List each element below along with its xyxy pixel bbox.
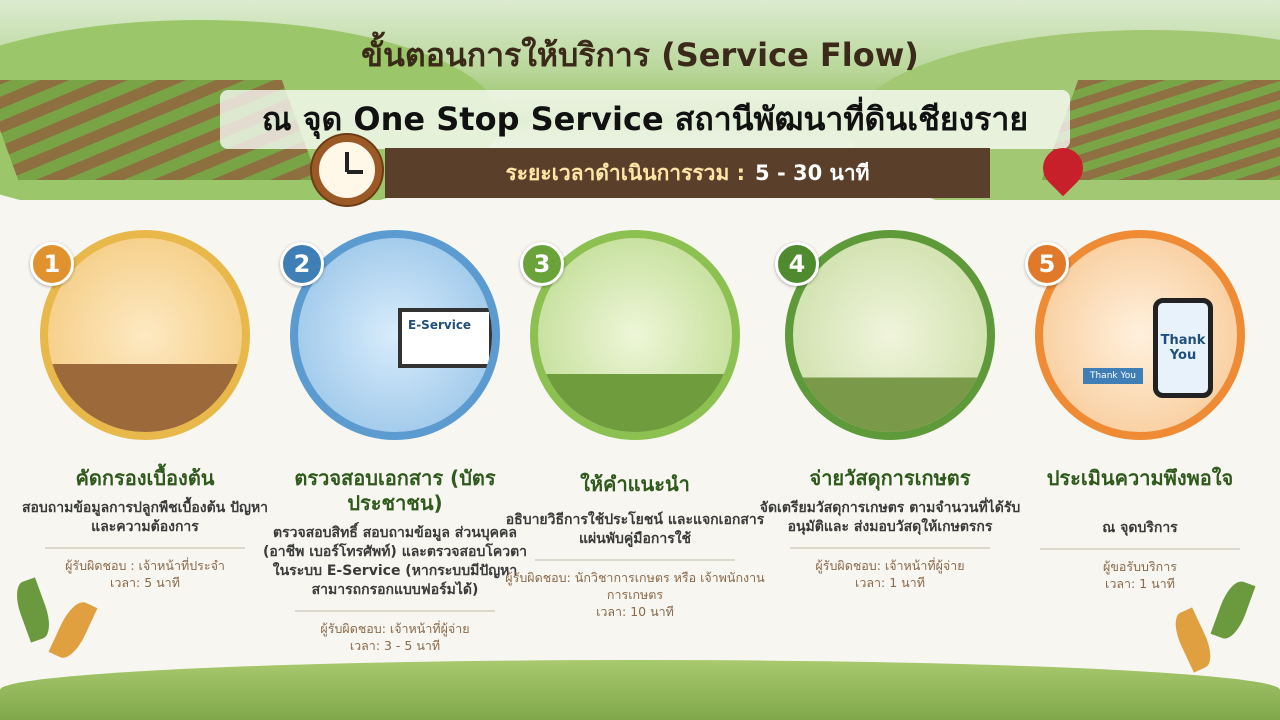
step-time: เวลา: 5 นาที [110, 575, 180, 590]
step-responsible: ผู้รับผิดชอบ: เจ้าหน้าที่ผู้จ่าย [815, 558, 965, 573]
clock-icon [312, 135, 382, 205]
step-title: จ่ายวัสดุการเกษตร [809, 466, 971, 490]
step-description: สอบถามข้อมูลการปลูกพืชเบื้องต้น ปัญหาและ… [21, 500, 269, 535]
step-title: ตรวจสอบเอกสาร (บัตรประชาชน) [294, 466, 496, 515]
e-service-screen: E-Service [398, 308, 492, 368]
total-time-bar: ระยะเวลาดำเนินการรวม : 5 - 30 นาที [385, 148, 990, 198]
step-title: ประเมินความพึงพอใจ [1046, 466, 1234, 490]
step-illustration: E-Service [290, 230, 500, 440]
step-description: ตรวจสอบสิทธิ์ สอบถามข้อมูล ส่วนบุคคล (อา… [262, 525, 528, 598]
step-responsible: ผู้รับผิดชอบ: เจ้าหน้าที่ผู้จ่าย [320, 621, 470, 636]
step-time: เวลา: 1 นาที [855, 575, 925, 590]
step-description: จัดเตรียมวัสดุการเกษตร ตามจำนวนที่ได้รับ… [759, 500, 1021, 535]
leaf-icon [1168, 607, 1218, 673]
step-number-badge: 3 [520, 242, 564, 286]
step-illustration [785, 230, 995, 440]
step-responsible: ผู้ขอรับบริการ [1103, 559, 1177, 574]
step-number-badge: 2 [280, 242, 324, 286]
step-time: เวลา: 3 - 5 นาที [349, 638, 441, 653]
ground-decoration [0, 660, 1280, 720]
step-description: ณ จุดบริการ [1102, 520, 1178, 536]
step-description: อธิบายวิธีการใช้ประโยชน์ และแจกเอกสารแผ่… [505, 512, 765, 547]
divider [295, 610, 495, 612]
step-responsible: ผู้รับผิดชอบ : เจ้าหน้าที่ประจำ [65, 558, 225, 573]
total-time-label: ระยะเวลาดำเนินการรวม : [505, 160, 746, 185]
page-title: ขั้นตอนการให้บริการ (Service Flow) [361, 36, 919, 74]
step-title: ให้คำแนะนำ [580, 472, 690, 496]
step-responsible: ผู้รับผิดชอบ: นักวิชาการเกษตร หรือ เจ้าพ… [505, 570, 765, 602]
leaf-icon [48, 597, 98, 663]
step-illustration [40, 230, 250, 440]
total-time-value: 5 - 30 นาที [755, 160, 870, 185]
step-illustration [530, 230, 740, 440]
phone-thank-you: Thank You [1153, 298, 1213, 398]
step-number-badge: 5 [1025, 242, 1069, 286]
step-time: เวลา: 10 นาที [596, 604, 674, 619]
step-number-badge: 1 [30, 242, 74, 286]
divider [1040, 548, 1240, 550]
divider [535, 559, 735, 561]
divider [790, 547, 990, 549]
step-illustration: Thank You Thank You [1035, 230, 1245, 440]
divider [45, 547, 245, 549]
step-title: คัดกรองเบื้องต้น [75, 466, 215, 490]
step-number-badge: 4 [775, 242, 819, 286]
thank-you-button: Thank You [1083, 368, 1143, 384]
step-time: เวลา: 1 นาที [1105, 576, 1175, 591]
